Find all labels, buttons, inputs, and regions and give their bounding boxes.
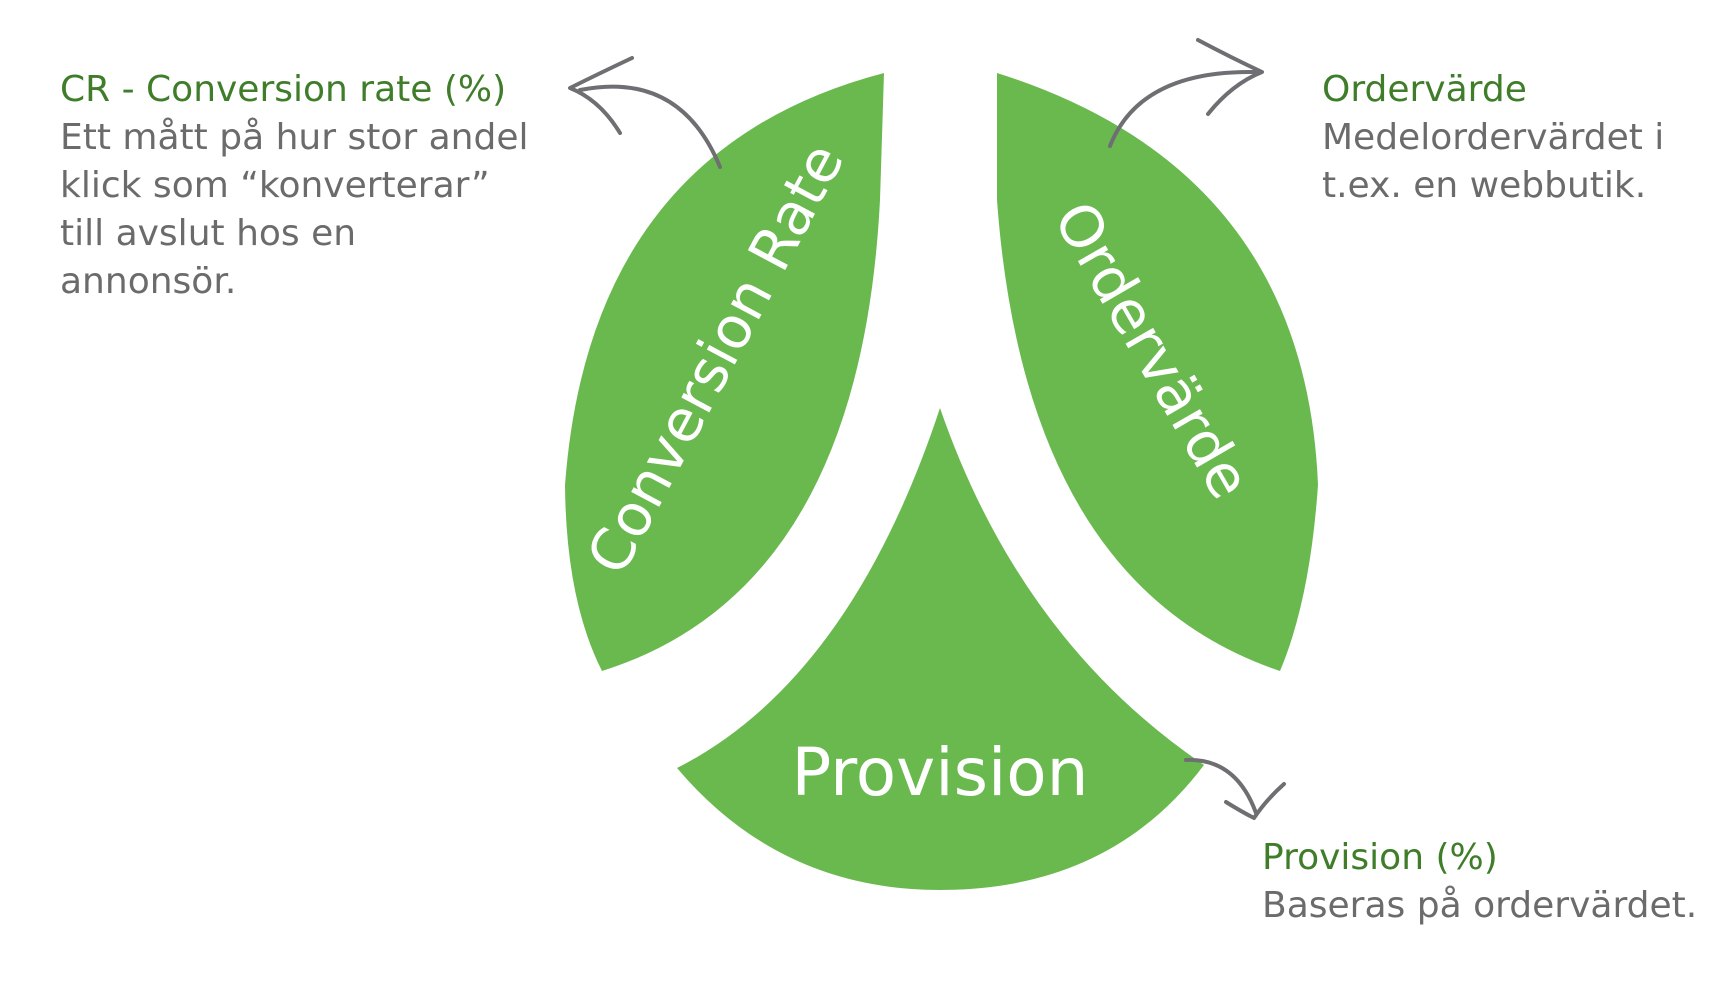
arrow-conversion-rate — [568, 56, 722, 169]
callout-title: CR - Conversion rate (%) — [60, 69, 507, 110]
segment-conversion-rate — [565, 73, 884, 671]
segment-label-provision: Provision — [791, 734, 1088, 811]
callout-provision: Provision (%) Baseras på ordervärdet. — [1262, 834, 1722, 930]
callout-description: Medelordervärdet i t.ex. en webbutik. — [1322, 117, 1665, 206]
callout-title: Ordervärde — [1322, 69, 1527, 110]
arrow-provision — [1184, 757, 1286, 820]
callout-ordervarde: Ordervärde Medelordervärdet i t.ex. en w… — [1322, 66, 1722, 210]
callout-description: Ett mått på hur stor andel klick som “ko… — [60, 117, 529, 302]
callout-title: Provision (%) — [1262, 837, 1498, 878]
callout-description: Baseras på ordervärdet. — [1262, 885, 1698, 926]
segment-provision — [677, 408, 1204, 890]
segment-ordervarde — [997, 73, 1318, 671]
arrow-ordervarde — [1108, 38, 1264, 148]
callout-conversion-rate: CR - Conversion rate (%) Ett mått på hur… — [60, 66, 560, 306]
